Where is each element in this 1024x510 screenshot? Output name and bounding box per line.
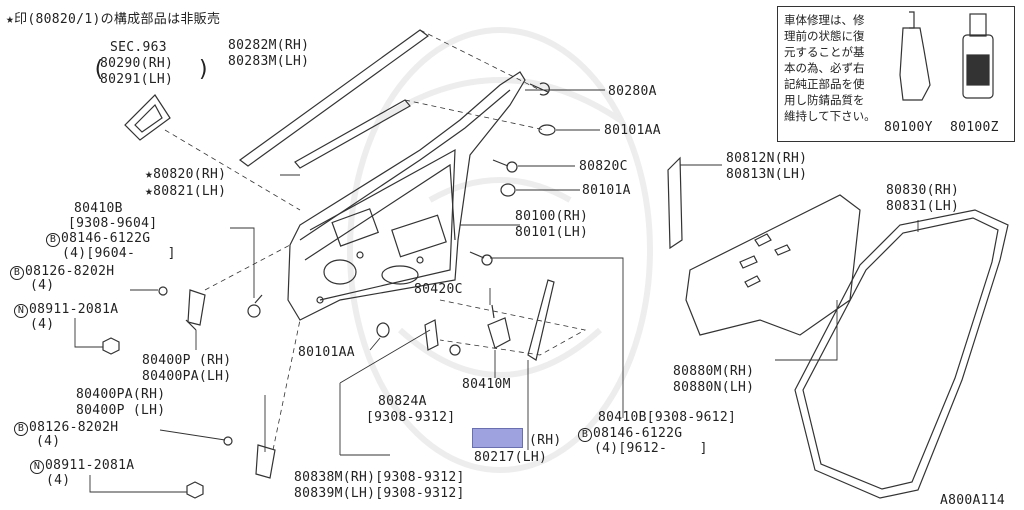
label-80820c[interactable]: 80820C	[579, 159, 628, 174]
label-08146-a-qty: (4)[9604- ]	[62, 246, 176, 261]
label-80291[interactable]: 80291(LH)	[100, 72, 174, 87]
sash-80217	[527, 279, 555, 361]
seal-80101aa-low	[376, 322, 390, 338]
star-icon: ★	[145, 184, 154, 199]
stopper-80410m	[487, 304, 511, 349]
label-80880m[interactable]: 80880M(RH)	[673, 364, 755, 379]
bracket-left: (	[92, 57, 106, 82]
note-text: 車体修理は、修 理前の状態に復 元することが基 本の為、必ず右 記純正部品を使 …	[784, 13, 876, 123]
bolt-icon: B	[46, 233, 60, 247]
nut-icon: N	[30, 460, 44, 474]
label-80410b-right[interactable]: 80410B[9308-9612]	[598, 410, 737, 425]
label-80830[interactable]: 80830(RH)	[886, 183, 960, 198]
label-80839m[interactable]: 80839M(LH)[9308-9312]	[294, 486, 465, 501]
bolt-80820c	[492, 159, 518, 173]
clip-80280a	[529, 82, 550, 96]
bolt-icon: B	[578, 428, 592, 442]
label-08126-b-qty: (4)	[36, 434, 61, 449]
header-note: ★印(80820/1)の構成部品は非販売	[6, 12, 221, 27]
nut-icon: N	[14, 304, 28, 318]
label-80880n[interactable]: 80880N(LH)	[673, 380, 755, 395]
label-80100[interactable]: 80100(RH)	[515, 209, 589, 224]
part-80100y-label[interactable]: 80100Y	[884, 120, 933, 135]
trim-80812n	[667, 156, 683, 250]
trim-panel-80880m	[685, 194, 861, 336]
label-80282m[interactable]: 80282M(RH)	[228, 38, 310, 53]
corner-piece-80290	[124, 94, 171, 141]
label-80838m[interactable]: 80838M(RH)[9308-9312]	[294, 470, 465, 485]
molding-80282m	[238, 29, 430, 167]
leader-lines	[74, 89, 919, 493]
label-80217[interactable]: 80217(LH)	[474, 450, 548, 465]
label-08126-b[interactable]: 08126-8202H	[29, 420, 119, 435]
door-frame	[287, 71, 526, 321]
label-08911-b-qty: (4)	[46, 473, 71, 488]
part-80100z-label[interactable]: 80100Z	[950, 120, 999, 135]
label-80217-rh[interactable]: (RH)	[529, 433, 562, 448]
label-80101aa-low[interactable]: 80101AA	[298, 345, 355, 360]
label-08911-b[interactable]: 08911-2081A	[45, 458, 135, 473]
bolt-icon: B	[14, 422, 28, 436]
weatherstrip-80820	[294, 99, 411, 169]
diagram-id: A800A114	[940, 493, 1006, 508]
label-80400p-lh[interactable]: 80400P (LH)	[76, 403, 166, 418]
label-80400pa-rh[interactable]: 80400PA(RH)	[76, 387, 166, 402]
highlight-box[interactable]	[472, 428, 523, 448]
label-80101a[interactable]: 80101A	[582, 183, 631, 198]
label-80280a[interactable]: 80280A	[608, 84, 657, 99]
label-08146-a[interactable]: 08146-6122G	[61, 231, 151, 246]
label-80831[interactable]: 80831(LH)	[886, 199, 960, 214]
label-80410b[interactable]: 80410B	[74, 201, 123, 216]
label-sec963[interactable]: SEC.963	[110, 40, 167, 55]
seal-80101a	[500, 183, 516, 197]
nut-upper	[102, 337, 120, 355]
label-80824a-range: [9308-9312]	[366, 410, 456, 425]
label-08911-a-qty: (4)	[30, 317, 55, 332]
label-80824a[interactable]: 80824A	[378, 394, 427, 409]
note-box: 車体修理は、修 理前の状態に復 元することが基 本の為、必ず右 記純正部品を使 …	[777, 6, 1015, 142]
bracket-right: )	[197, 57, 211, 82]
grommet	[449, 344, 461, 356]
label-80290[interactable]: 80290(RH)	[100, 56, 174, 71]
label-80410b-range: [9308-9604]	[68, 216, 158, 231]
weatherstrip-80830	[794, 209, 1009, 499]
label-80813n[interactable]: 80813N(LH)	[726, 167, 808, 182]
label-80410m[interactable]: 80410M	[462, 377, 511, 392]
label-08146-b-qty: (4)[9612- ]	[594, 441, 708, 456]
bolt-80410b-right	[469, 251, 493, 266]
nut-lower	[186, 481, 204, 499]
label-80101[interactable]: 80101(LH)	[515, 225, 589, 240]
tube-80100y	[899, 11, 931, 101]
label-08146-b[interactable]: 08146-6122G	[593, 426, 683, 441]
bolt-80410b-left	[247, 294, 263, 318]
can-80100z	[962, 13, 994, 99]
label-08911-a[interactable]: 08911-2081A	[29, 302, 119, 317]
watermark-emblem	[347, 27, 653, 473]
dashed-guides	[164, 29, 587, 451]
label-80812n[interactable]: 80812N(RH)	[726, 151, 808, 166]
star-icon: ★	[145, 167, 154, 182]
seal-80101aa-top	[538, 124, 556, 136]
bolt-icon: B	[10, 266, 24, 280]
label-08126-a[interactable]: 08126-8202H	[25, 264, 115, 279]
label-80420c[interactable]: 80420C	[414, 282, 463, 297]
label-08126-a-qty: (4)	[30, 278, 55, 293]
label-80821[interactable]: 80821(LH)	[153, 184, 227, 199]
label-80400p-rh[interactable]: 80400P (RH)	[142, 353, 232, 368]
label-80820[interactable]: 80820(RH)	[153, 167, 227, 182]
label-80101aa-top[interactable]: 80101AA	[604, 123, 661, 138]
hinge-lower	[223, 436, 276, 479]
hinge-upper	[158, 286, 206, 331]
label-80400pa-lh[interactable]: 80400PA(LH)	[142, 369, 232, 384]
bracket-80824a	[424, 319, 439, 351]
label-80283m[interactable]: 80283M(LH)	[228, 54, 310, 69]
